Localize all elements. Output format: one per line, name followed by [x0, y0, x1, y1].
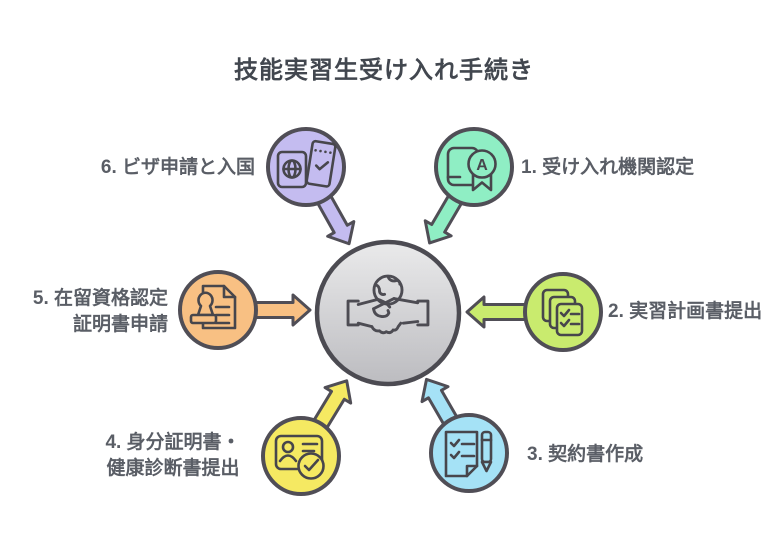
step-2-group	[465, 272, 603, 352]
step-4-label-line1: 4. 身分証明書・	[105, 432, 241, 453]
contract-pen-icon	[444, 430, 493, 478]
documents-stack-icon	[541, 288, 584, 337]
step-5-label: 5. 在留資格認定 証明書申請	[20, 286, 168, 338]
svg-text:A: A	[476, 157, 488, 174]
document-stamp-icon	[189, 284, 237, 330]
step-4-group	[261, 379, 353, 496]
certificate-award-icon: A	[446, 146, 497, 192]
step-1-group: A	[423, 127, 514, 245]
step-3-label: 3. 契約書作成	[527, 442, 643, 468]
passport-ticket-icon	[276, 139, 337, 189]
step-2-label: 2. 実習計画書提出	[608, 299, 762, 325]
step-1-label: 1. 受け入れ機関認定	[521, 155, 694, 181]
step-3-group	[420, 377, 509, 493]
step-4-label-line2: 健康診断書提出	[106, 458, 240, 479]
page-title: 技能実習生受け入れ手続き	[234, 57, 534, 84]
step-6-label-line1: 6. ビザ申請と入国	[100, 157, 255, 178]
step-5-group	[178, 270, 312, 350]
id-card-check-icon	[274, 434, 325, 480]
step-1-label-line1: 1. 受け入れ機関認定	[521, 157, 695, 178]
step-6-group	[266, 127, 356, 246]
step-4-label: 4. 身分証明書・ 健康診断書提出	[85, 430, 261, 482]
handshake-globe-icon	[346, 274, 430, 335]
step-5-label-line1: 5. 在留資格認定	[32, 288, 168, 309]
step-6-label: 6. ビザ申請と入国	[58, 155, 255, 181]
step-2-label-line1: 2. 実習計画書提出	[608, 301, 763, 322]
step-3-label-line1: 3. 契約書作成	[527, 444, 644, 465]
step-5-label-line2: 証明書申請	[72, 314, 168, 335]
